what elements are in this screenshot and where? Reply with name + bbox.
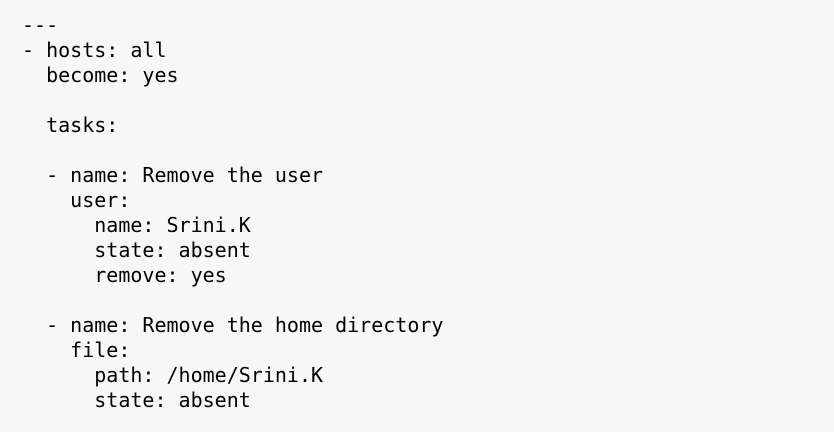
- code-line: user:: [22, 188, 131, 212]
- code-line: file:: [22, 338, 131, 362]
- code-line-blank: [22, 138, 834, 163]
- code-line-blank: [22, 88, 834, 113]
- code-line: path: /home/Srini.K: [22, 363, 324, 387]
- code-line: tasks:: [22, 113, 119, 137]
- code-line: name: Srini.K: [22, 213, 251, 237]
- code-line: state: absent: [22, 388, 251, 412]
- code-line-blank: [22, 288, 834, 313]
- code-line: ---: [22, 13, 59, 37]
- code-line: state: absent: [22, 238, 251, 262]
- code-line: - name: Remove the user: [22, 163, 324, 187]
- code-line: - name: Remove the home directory: [22, 313, 444, 337]
- code-line: - hosts: all: [22, 38, 167, 62]
- code-line: become: yes: [22, 63, 179, 87]
- code-line: remove: yes: [22, 263, 227, 287]
